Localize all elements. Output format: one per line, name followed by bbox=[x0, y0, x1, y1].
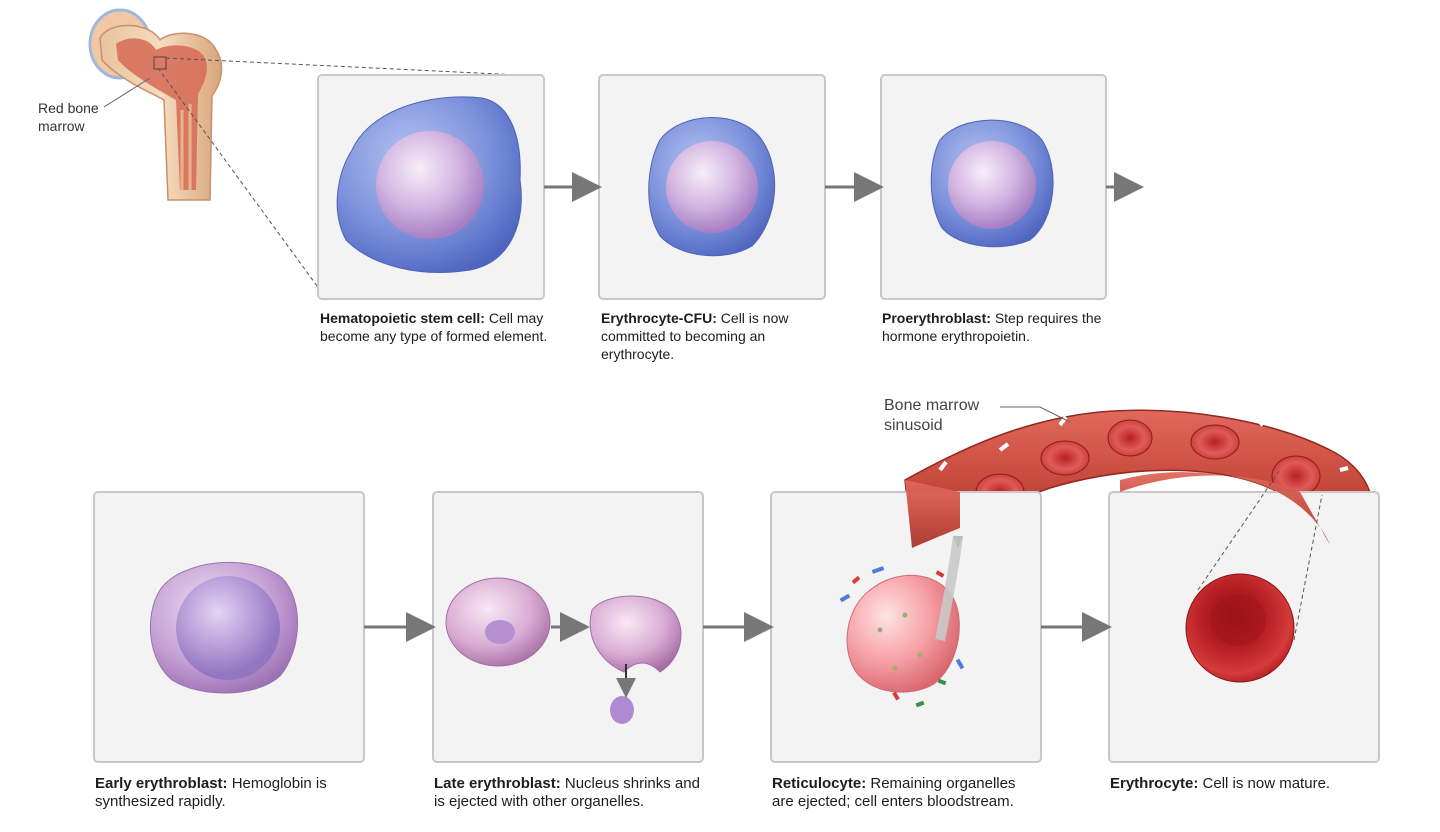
caption-term: Erythrocyte: bbox=[1110, 775, 1199, 792]
caption-desc: Cell is now committed to becoming an ery… bbox=[601, 310, 789, 362]
erythrocyte-cell bbox=[1185, 573, 1295, 683]
zoom-line bbox=[1293, 494, 1323, 641]
stem-cell bbox=[336, 96, 522, 273]
caption-term: Hematopoietic stem cell: bbox=[320, 310, 485, 326]
nucleus bbox=[176, 576, 280, 680]
nucleus bbox=[948, 141, 1036, 229]
leader-line bbox=[1000, 406, 1071, 423]
femur-illustration bbox=[88, 8, 223, 201]
caption-early-erythroblast: Early erythroblast: Hemoglobin is synthe… bbox=[95, 775, 375, 811]
reticulocyte-cell bbox=[839, 535, 965, 708]
nucleus bbox=[666, 141, 758, 233]
sinusoid-vessel bbox=[904, 401, 1374, 550]
caption-desc: Cell may become any type of formed eleme… bbox=[320, 310, 548, 344]
zoom-line bbox=[157, 67, 321, 291]
caption-term: Reticulocyte: bbox=[772, 775, 867, 792]
proerythroblast-cell bbox=[930, 119, 1054, 248]
caption-desc: Step requires the hormone erythropoietin… bbox=[882, 310, 1102, 344]
caption-desc: Cell is now mature. bbox=[1202, 775, 1331, 792]
caption-desc: Nucleus shrinks and is ejected with othe… bbox=[434, 775, 700, 810]
caption-desc: Remaining organelles are ejected; cell e… bbox=[772, 775, 1016, 810]
caption-reticulocyte: Reticulocyte: Remaining organelles are e… bbox=[772, 775, 1022, 811]
leader-line bbox=[103, 77, 151, 108]
sinusoid-label: Bone marrow sinusoid bbox=[884, 397, 980, 434]
early-erythroblast-cell bbox=[149, 561, 298, 694]
caption-term: Erythrocyte-CFU: bbox=[601, 310, 717, 326]
caption-erythrocyte-cfu: Erythrocyte-CFU: Cell is now committed t… bbox=[601, 309, 821, 363]
nucleus bbox=[376, 131, 484, 239]
caption-desc: Hemoglobin is synthesized rapidly. bbox=[95, 775, 327, 810]
red-bone-marrow-label: Red bone marrow bbox=[38, 100, 99, 134]
caption-erythrocyte: Erythrocyte: Cell is now mature. bbox=[1110, 775, 1400, 793]
caption-late-erythroblast: Late erythroblast: Nucleus shrinks and i… bbox=[434, 775, 704, 811]
caption-term: Proerythroblast: bbox=[882, 310, 991, 326]
caption-proerythroblast: Proerythroblast: Step requires the hormo… bbox=[882, 309, 1122, 345]
late-erythroblast-cells bbox=[445, 577, 682, 724]
caption-stem-cell: Hematopoietic stem cell: Cell may become… bbox=[320, 309, 550, 345]
caption-term: Early erythroblast: bbox=[95, 775, 228, 792]
erythrocyte-cfu-cell bbox=[648, 117, 776, 257]
caption-term: Late erythroblast: bbox=[434, 775, 561, 792]
zoom-line bbox=[1197, 469, 1281, 591]
